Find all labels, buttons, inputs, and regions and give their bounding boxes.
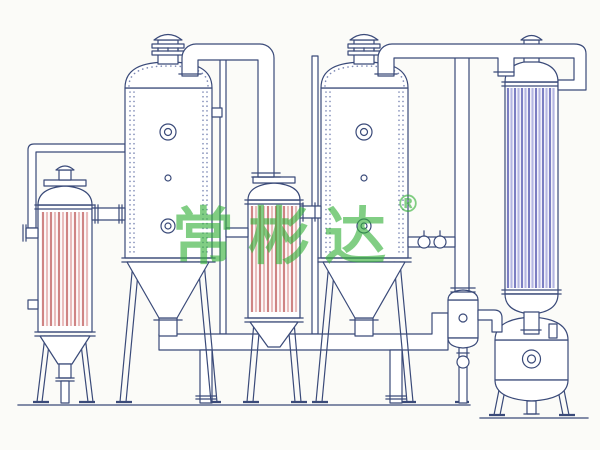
condenser-tubes-light xyxy=(510,88,555,288)
preheater-to-evaporator1-pipe xyxy=(91,207,126,221)
evaporator1-sight-glass-upper-inner xyxy=(163,127,173,137)
preheater-flange-bands xyxy=(34,204,96,337)
evaporator2-cone xyxy=(322,261,406,319)
preheater-tubes-dark xyxy=(41,212,85,326)
preheater-nozzle-cap xyxy=(55,165,75,171)
evaporator2-outlet-riser xyxy=(354,317,374,337)
heater2-top-dome xyxy=(247,182,301,201)
preheater-outlet xyxy=(58,363,72,379)
separator-inlet-flange xyxy=(450,287,476,293)
heater2-tubes-dark xyxy=(250,206,294,312)
condenser-nozzle-cap xyxy=(520,34,543,41)
evaporator2-dome xyxy=(320,61,409,89)
preheater-tubes-light xyxy=(45,212,89,326)
preheater-top-nozzle xyxy=(58,169,72,181)
evaporator2-mid-nozzle xyxy=(360,174,368,182)
separator-branch-pipe xyxy=(454,55,470,295)
registered-mark: ® xyxy=(396,190,420,218)
receiver-bottom-dome xyxy=(494,379,569,402)
preheater-top-dome xyxy=(37,185,93,206)
evaporator1-nozzle-cap xyxy=(153,33,183,41)
preheater-drain-pipe xyxy=(60,380,70,404)
pipe-support-stub-2 xyxy=(389,349,403,404)
second-effect-heater-column xyxy=(225,176,304,403)
condensate-downpipe-2 xyxy=(311,55,319,335)
separator-drain-pipe xyxy=(458,345,468,404)
receiver-side-nozzle xyxy=(548,323,558,339)
heater2-to-evaporator2-pipe xyxy=(299,205,322,219)
duct2-flanges xyxy=(374,71,515,75)
receiver-legs xyxy=(493,379,570,416)
evaporator2-sight-glass-lower-inner xyxy=(360,222,368,230)
separator-bottom-dome xyxy=(447,337,479,349)
connector1-flanges xyxy=(94,204,123,224)
condenser-outlet-pipe xyxy=(523,311,540,335)
evaporator1-flange-bolts xyxy=(157,47,179,52)
evaporator2-sight-glass-upper xyxy=(355,123,373,141)
heater2-tubes-light xyxy=(254,206,298,312)
valve-instrument-2 xyxy=(433,235,447,249)
evaporator2-legs xyxy=(315,261,414,403)
separator-sight-glass xyxy=(458,313,468,323)
condenser-column xyxy=(501,34,562,315)
heater2-side-nozzle xyxy=(225,227,249,238)
condenser-tubes-dark xyxy=(506,88,552,288)
receiver-sight-glass xyxy=(521,349,542,369)
evaporator1-sight-glass-lower-inner xyxy=(164,222,172,230)
leg-base-pads xyxy=(33,400,575,417)
second-effect-evaporator xyxy=(315,33,414,403)
condenser-bottom-dome xyxy=(504,293,559,315)
evaporator1-right-nozzle xyxy=(211,107,223,118)
evaporator2-sight-glass-upper-inner xyxy=(359,127,369,137)
receiver-sight-glass-inner xyxy=(526,354,537,364)
support-stub-flanges xyxy=(195,395,407,400)
evaporator1-legs xyxy=(119,261,218,403)
preheater-lower-nozzle xyxy=(27,299,39,310)
watermark-text: 常彬达 xyxy=(172,200,400,273)
feed-pipe xyxy=(27,143,126,229)
condenser-flange-bands xyxy=(501,81,562,295)
evaporator1-sight-glass-upper xyxy=(159,123,177,141)
preheater-side-nozzle xyxy=(25,227,39,239)
evaporator1-outlet-riser xyxy=(158,317,178,337)
overhead-vapor-ducts xyxy=(178,43,587,178)
ground-line xyxy=(17,404,589,419)
evaporator1-mid-nozzle xyxy=(164,174,172,182)
heater2-cone xyxy=(249,321,299,348)
vapor-liquid-separator xyxy=(447,287,479,369)
connector2-flanges xyxy=(302,202,316,222)
preheater-column xyxy=(22,165,96,404)
preheater-cone xyxy=(39,335,91,365)
instrument-stub-pipe xyxy=(407,236,456,248)
preheater-legs xyxy=(36,335,94,403)
valve-instrument-1 xyxy=(417,235,431,249)
bottom-transfer-piping xyxy=(158,312,449,404)
heater2-flange-bands xyxy=(244,199,304,323)
heater2-legs xyxy=(246,321,302,403)
evaporator2-sight-glass-lower xyxy=(356,218,372,234)
preheater-side-nozzle-flange xyxy=(22,224,27,242)
evaporator1-dome xyxy=(124,61,213,89)
evaporator1-sight-glass-lower xyxy=(160,218,176,234)
separator-to-receiver-pipe xyxy=(477,309,503,333)
connector-piping xyxy=(91,202,542,335)
receiver-drain xyxy=(526,400,537,415)
heater2-top-plate xyxy=(252,176,296,184)
evaporator2-nozzle-cap xyxy=(349,33,379,41)
duct1-flanges xyxy=(178,73,281,178)
separator-drain-valve xyxy=(456,355,470,369)
evaporator2-flange-bolts xyxy=(353,47,375,52)
vapor-duct-effect2-to-condenser xyxy=(377,43,587,91)
condensate-downpipe-1 xyxy=(219,55,227,335)
evaporator1-cone xyxy=(126,261,210,319)
preheater-top-plate xyxy=(43,179,87,187)
instrument-stems xyxy=(423,230,441,237)
